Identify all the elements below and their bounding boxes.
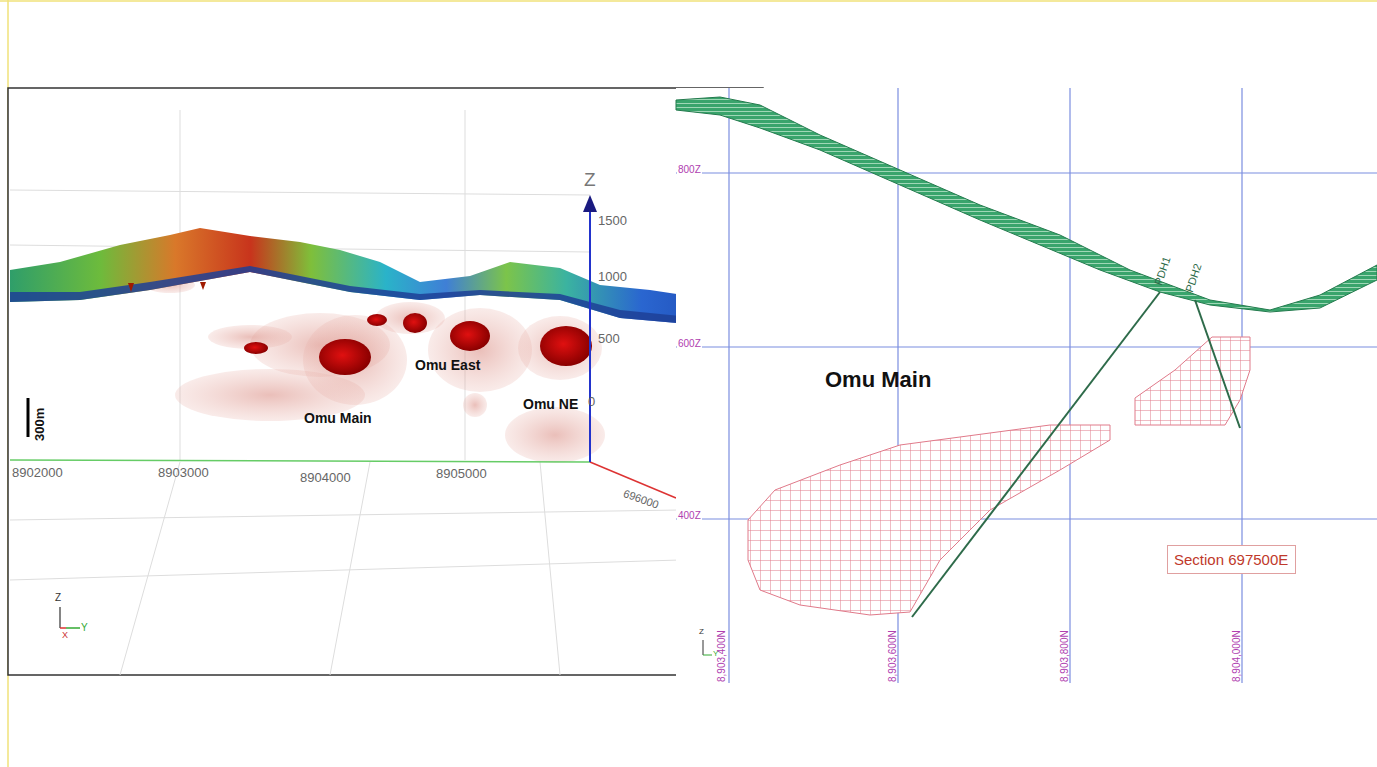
drill-hole — [1195, 300, 1240, 428]
axis-title: Z — [584, 170, 596, 191]
axis-letter: Y — [713, 650, 718, 659]
chargeability-shells — [145, 277, 605, 463]
grid-lines — [10, 110, 680, 675]
axis-tick: 500 — [598, 332, 620, 346]
panel-border — [8, 88, 763, 675]
northing-tick: 8,904,000N — [1231, 630, 1242, 682]
axis-letter: X — [62, 631, 68, 641]
topography-underside — [10, 266, 762, 330]
axis-tick: 0 — [588, 395, 595, 409]
drill-hole — [912, 292, 1160, 617]
axis-tick: 696000 — [622, 487, 661, 511]
elevation-tick: 400Z — [677, 510, 702, 521]
section-ground — [676, 88, 1377, 683]
topography-band — [676, 97, 1377, 312]
z-axis-line — [589, 205, 591, 462]
section-label: Section 697500E — [1174, 551, 1289, 568]
z-axis-arrow — [583, 195, 597, 212]
deposit-name: Omu NE — [523, 397, 578, 412]
section-label-box: Section 697500E — [1167, 545, 1296, 574]
deposit-name: Omu Main — [825, 368, 931, 392]
axis-tick: 8905000 — [436, 467, 487, 481]
scale-bar — [27, 398, 30, 437]
northing-tick: 8,903,800N — [1059, 630, 1070, 682]
axis-tick: 8904000 — [300, 471, 351, 485]
northing-tick: 8,903,600N — [887, 630, 898, 682]
drill-hole-label: PDH2 — [1183, 262, 1204, 294]
y-axis-line — [10, 460, 590, 462]
chargeability-cores — [128, 282, 592, 375]
deposit-name: Omu East — [415, 358, 480, 373]
axis-tick: 8903000 — [158, 466, 209, 480]
axis-tick: 8902000 — [12, 466, 63, 480]
drill-hole-label: PDH1 — [1152, 255, 1173, 287]
block-model-main — [748, 425, 1110, 615]
elevation-tick: 800Z — [677, 164, 702, 175]
elevation-tick: 600Z — [677, 338, 702, 349]
axis-tick: 1000 — [598, 270, 627, 284]
orientation-triad — [703, 640, 712, 655]
axis-letter: Y — [81, 622, 88, 633]
orientation-triad — [60, 607, 80, 628]
topography-surface — [10, 228, 762, 330]
axis-letter: Z — [699, 628, 704, 637]
axis-letter: Z — [55, 592, 61, 603]
section-grid — [676, 88, 1377, 683]
deposit-name: Omu Main — [304, 411, 372, 426]
axis-tick: 1500 — [598, 214, 627, 228]
block-model-east — [1135, 337, 1250, 425]
scale-label: 300m — [33, 408, 47, 441]
frame-line — [0, 0, 1377, 2]
